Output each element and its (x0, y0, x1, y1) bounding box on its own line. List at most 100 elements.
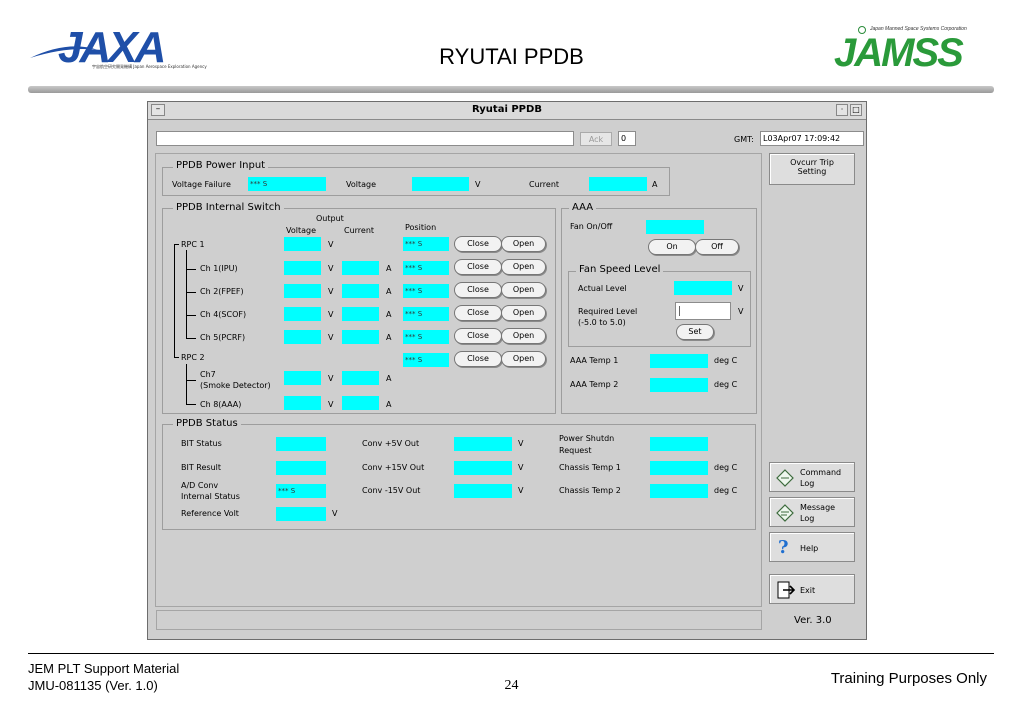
footer-line1: JEM PLT Support Material (28, 661, 180, 676)
slide-title: RYUTAI PPDB (439, 44, 584, 69)
ch5-position: *** S (403, 330, 449, 344)
message-log-line2: Log (800, 514, 815, 523)
reference-volt-indicator (276, 507, 326, 521)
power-shutdn-sublabel: Request (559, 446, 592, 455)
ch5-voltage-unit: V (328, 333, 334, 342)
set-button[interactable]: Set (676, 324, 714, 340)
message-log-icon (776, 504, 794, 522)
rpc1-voltage (284, 237, 321, 251)
conv-p15-label: Conv +15V Out (362, 463, 425, 472)
ch1-current-unit: A (386, 264, 392, 273)
input-current-label: Current (529, 180, 560, 189)
ch1-close-button[interactable]: Close (454, 259, 502, 275)
required-level-label: Required Level (578, 307, 638, 316)
chassis-temp1-indicator (650, 461, 708, 475)
ovcurr-line1: Ovcurr Trip (790, 158, 834, 167)
footer-divider (28, 653, 994, 654)
aaa-temp1-indicator (650, 354, 708, 368)
current-header: Current (344, 226, 375, 235)
aaa-temp2-indicator (650, 378, 708, 392)
rpc2-open-button[interactable]: Open (501, 351, 546, 367)
ch4-position: *** S (403, 307, 449, 321)
fan-onoff-label: Fan On/Off (570, 222, 613, 231)
required-level-unit: V (738, 307, 744, 316)
maximize-icon[interactable]: □ (850, 104, 862, 116)
chassis-temp2-unit: deg C (714, 486, 738, 495)
ch1-open-button[interactable]: Open (501, 259, 546, 275)
exit-button[interactable]: Exit (769, 574, 855, 604)
ch4-open-button[interactable]: Open (501, 305, 546, 321)
ch5-open-button[interactable]: Open (501, 328, 546, 344)
message-log-line1: Message (800, 503, 836, 512)
conv-m15-unit: V (518, 486, 524, 495)
ch7-current (342, 371, 379, 385)
minimize-icon[interactable]: · (836, 104, 848, 116)
internal-switch-group (162, 208, 556, 414)
internal-switch-title: PPDB Internal Switch (173, 202, 284, 213)
ryutai-ppdb-window: – Ryutai PPDB · □ Ack 0 GMT: L03Apr07 17… (147, 101, 867, 640)
ch1-current (342, 261, 379, 275)
jaxa-logo: JAXA (28, 10, 178, 78)
rpc2-label: RPC 2 (181, 353, 205, 362)
ch8-voltage-unit: V (328, 400, 334, 409)
ch4-current-unit: A (386, 310, 392, 319)
bottom-status-bar (156, 610, 762, 630)
tree-line-rpc1 (174, 244, 175, 357)
fan-on-button[interactable]: On (648, 239, 696, 255)
window-menu-icon[interactable]: – (151, 104, 165, 116)
ch7-sublabel: (Smoke Detector) (200, 381, 271, 390)
rpc1-close-button[interactable]: Close (454, 236, 502, 252)
conv-p5-unit: V (518, 439, 524, 448)
ch4-close-button[interactable]: Close (454, 305, 502, 321)
jamss-logo-text: JAMSS (834, 31, 964, 72)
exit-label: Exit (800, 586, 816, 595)
bit-result-indicator (276, 461, 326, 475)
ch2-close-button[interactable]: Close (454, 282, 502, 298)
position-header: Position (405, 223, 437, 232)
page-number: 24 (504, 678, 519, 693)
jaxa-subtitle: 宇宙航空研究開発機構 Japan Aerospace Exploration A… (92, 64, 207, 69)
ch7-label: Ch7 (200, 370, 216, 379)
input-voltage-unit: V (475, 180, 481, 189)
input-current-indicator (589, 177, 647, 191)
aaa-temp1-unit: deg C (714, 356, 738, 365)
ack-count: 0 (618, 131, 636, 146)
ch8-label: Ch 8(AAA) (200, 400, 242, 409)
ovcurr-trip-setting-button[interactable]: Ovcurr Trip Setting (769, 153, 855, 185)
reference-volt-label: Reference Volt (181, 509, 239, 518)
command-log-line2: Log (800, 479, 815, 488)
rpc1-open-button[interactable]: Open (501, 236, 546, 252)
window-titlebar[interactable]: – Ryutai PPDB · □ (148, 102, 866, 120)
footer-right: Training Purposes Only (830, 670, 987, 687)
ch4-voltage (284, 307, 321, 321)
ch7-voltage-unit: V (328, 374, 334, 383)
fan-off-button[interactable]: Off (695, 239, 739, 255)
actual-level-unit: V (738, 284, 744, 293)
message-log-button[interactable]: Message Log (769, 497, 855, 527)
ch2-voltage (284, 284, 321, 298)
help-button[interactable]: ? Help (769, 532, 855, 562)
power-shutdn-label: Power Shutdn (559, 434, 615, 443)
command-log-button[interactable]: Command Log (769, 462, 855, 492)
conv-p15-unit: V (518, 463, 524, 472)
ack-button[interactable]: Ack (580, 132, 612, 146)
ch5-current-unit: A (386, 333, 392, 342)
jamss-bullet-icon (858, 26, 866, 34)
ch5-label: Ch 5(PCRF) (200, 333, 246, 342)
window-title: Ryutai PPDB (472, 104, 542, 115)
aaa-temp2-unit: deg C (714, 380, 738, 389)
voltage-failure-label: Voltage Failure (172, 180, 231, 189)
fan-speed-title: Fan Speed Level (576, 264, 664, 275)
tree-branch (174, 357, 179, 358)
voltage-failure-indicator: *** S (248, 177, 326, 191)
main-panel (155, 153, 762, 607)
ch5-close-button[interactable]: Close (454, 328, 502, 344)
required-level-input[interactable] (675, 302, 731, 320)
ch4-current (342, 307, 379, 321)
conv-p15-indicator (454, 461, 512, 475)
rpc2-close-button[interactable]: Close (454, 351, 502, 367)
reference-volt-unit: V (332, 509, 338, 518)
ch2-open-button[interactable]: Open (501, 282, 546, 298)
ch1-voltage (284, 261, 321, 275)
text-cursor (679, 306, 680, 316)
